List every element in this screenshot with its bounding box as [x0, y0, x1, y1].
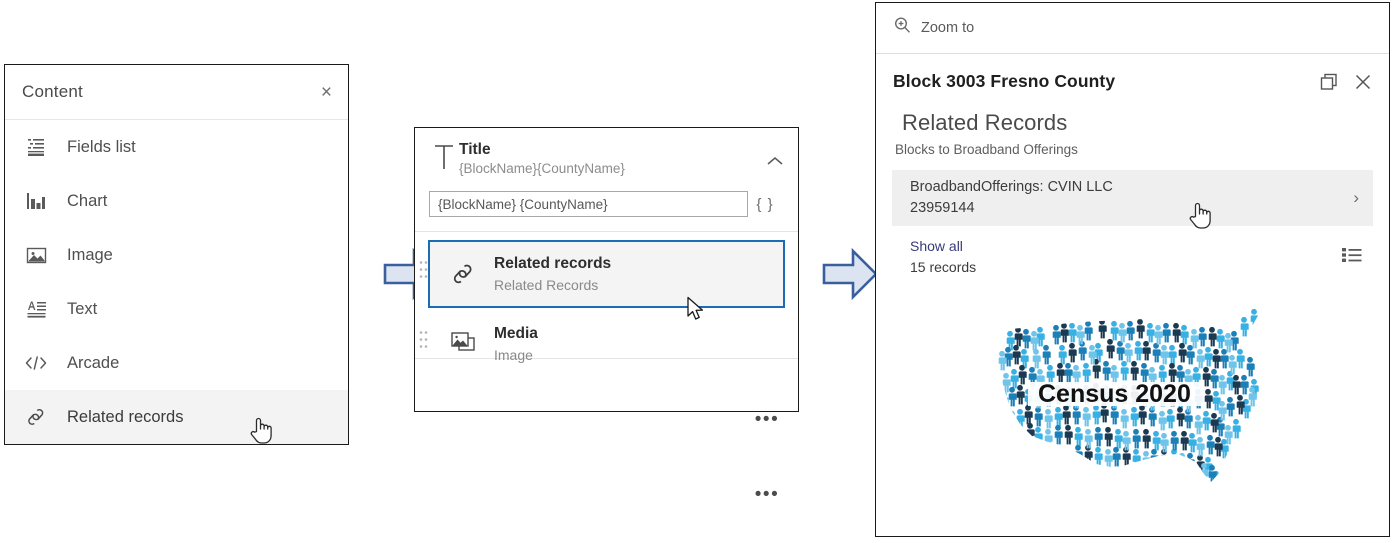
element-list-panel: Title {BlockName}{CountyName} { }	[414, 127, 799, 504]
bullet-list-icon[interactable]	[1341, 245, 1363, 270]
census-caption-text: Census 2020	[1038, 380, 1191, 408]
content-item-text[interactable]: Text	[5, 282, 348, 336]
flow-arrow-2	[822, 247, 879, 305]
element-name: Media	[494, 325, 538, 343]
title-expression-input[interactable]	[429, 191, 748, 218]
element-options-button-media[interactable]: •••	[754, 484, 780, 505]
content-item-label: Chart	[67, 191, 108, 210]
element-text-related-records: Related records Related Records	[494, 254, 783, 294]
drag-handle-related-records[interactable]	[419, 259, 428, 290]
element-row-media[interactable]: Media Image	[419, 313, 785, 375]
drag-handle-media[interactable]	[419, 329, 428, 360]
insert-field-braces-button[interactable]: { }	[756, 195, 774, 213]
title-element-expression: {BlockName}{CountyName}	[459, 161, 625, 177]
content-item-label: Image	[67, 245, 113, 264]
related-record-text: BroadbandOfferings: CVIN LLC 23959144	[910, 177, 1353, 219]
page-title: Content	[22, 82, 83, 101]
content-item-fields-list[interactable]: Fields list	[5, 120, 348, 174]
content-panel: Content × Fields list	[4, 64, 349, 445]
content-item-label: Text	[67, 299, 98, 318]
content-panel-header: Content ×	[5, 65, 348, 120]
chevron-up-icon[interactable]	[766, 154, 784, 172]
content-item-label: Arcade	[67, 353, 120, 372]
related-record-line1: BroadbandOfferings: CVIN LLC	[910, 178, 1113, 195]
related-records-subheading: Blocks to Broadband Offerings	[895, 142, 1078, 157]
show-all-text: Show all 15 records	[910, 236, 1341, 278]
content-item-image[interactable]: Image	[5, 228, 348, 282]
fields-list-icon	[23, 134, 49, 160]
element-options-button-related-records[interactable]: •••	[754, 409, 780, 430]
chart-icon	[23, 188, 49, 214]
zoom-to-button[interactable]: Zoom to	[876, 3, 1389, 54]
title-element-block: Title {BlockName}{CountyName} { }	[415, 128, 798, 233]
zoom-to-label: Zoom to	[921, 20, 975, 36]
element-type: Related Records	[494, 277, 599, 294]
text-icon	[23, 296, 49, 322]
content-item-chart[interactable]: Chart	[5, 174, 348, 228]
content-item-related-records[interactable]: Related records	[5, 390, 348, 444]
title-element-name: Title	[459, 141, 491, 158]
content-item-arcade[interactable]: Arcade	[5, 336, 348, 390]
element-row-related-records[interactable]: Related records Related Records	[419, 240, 785, 309]
title-element-row[interactable]: Title {BlockName}{CountyName}	[429, 140, 784, 178]
image-icon	[23, 242, 49, 268]
popup-header: Block 3003 Fresno County	[876, 54, 1389, 97]
element-type: Image	[494, 347, 533, 364]
media-image-icon	[446, 330, 480, 358]
related-records-heading: Related Records	[902, 110, 1068, 135]
show-all-row: Show all 15 records	[892, 236, 1373, 278]
content-item-label: Fields list	[67, 137, 136, 156]
element-text-media: Media Image	[494, 324, 783, 364]
related-record-item[interactable]: BroadbandOfferings: CVIN LLC 23959144 ›	[892, 170, 1373, 226]
content-item-label: Related records	[67, 407, 184, 426]
link-chain-icon	[446, 260, 480, 288]
record-count-label: 15 records	[910, 259, 977, 275]
show-all-link[interactable]: Show all	[910, 238, 963, 254]
link-chain-icon	[23, 404, 49, 430]
title-input-row: { }	[429, 191, 784, 218]
dock-windows-icon[interactable]	[1319, 72, 1339, 97]
element-name: Related records	[494, 255, 612, 273]
census-2020-map-graphic: Census 2020	[998, 308, 1259, 482]
zoom-in-magnifier-icon	[893, 16, 912, 40]
close-icon[interactable]	[1353, 72, 1373, 97]
popup-header-actions	[1319, 71, 1373, 97]
popup-panel: Zoom to Block 3003 Fresno County Related…	[875, 2, 1390, 537]
divider	[415, 358, 798, 359]
title-element-text: Title {BlockName}{CountyName}	[459, 140, 625, 178]
popup-title: Block 3003 Fresno County	[893, 71, 1116, 91]
text-T-icon	[429, 142, 459, 172]
related-record-line2: 23959144	[910, 200, 975, 216]
close-icon[interactable]: ×	[320, 81, 332, 103]
chevron-right-icon[interactable]: ›	[1353, 188, 1359, 207]
arcade-code-icon	[23, 350, 49, 376]
media-image-census-2020: Census 2020	[876, 296, 1389, 506]
